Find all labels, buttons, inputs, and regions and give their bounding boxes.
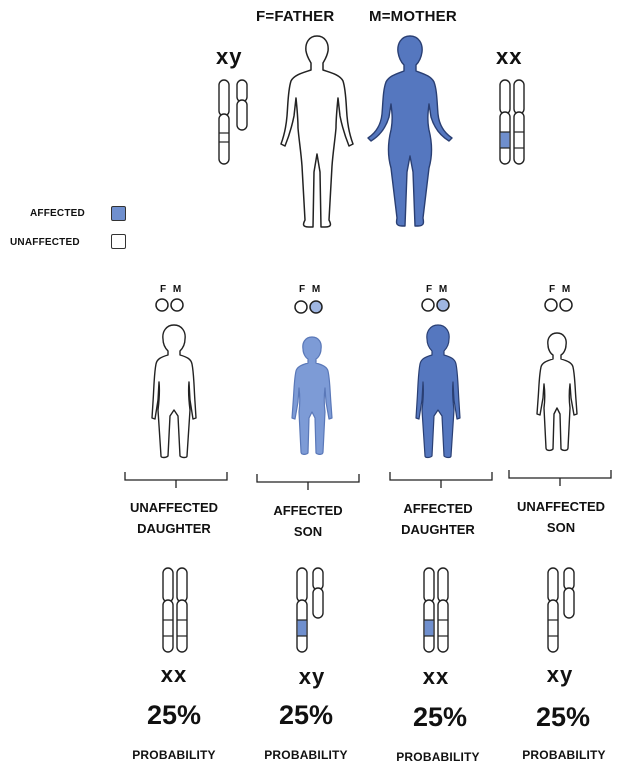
child3-mother-circle (437, 299, 449, 311)
child4-caption-relation: SON (496, 517, 626, 538)
child3-mother-letter: M (436, 284, 450, 295)
legend-unaffected-label: UNAFFECTED (10, 237, 80, 248)
child1-mother-circle (171, 299, 183, 311)
child1-father-circle (156, 299, 168, 311)
child2-caption-status: AFFECTED (243, 500, 373, 521)
mother-chromosomes (495, 78, 535, 168)
legend-affected-label: AFFECTED (30, 208, 85, 219)
child2-father-circle (295, 301, 307, 313)
child3-caption: AFFECTED DAUGHTER (373, 498, 503, 540)
child1-caption-relation: DAUGHTER (109, 518, 239, 539)
child2-mother-circle (310, 301, 322, 313)
legend-unaffected-swatch (111, 234, 126, 249)
father-y-lower (237, 100, 247, 130)
child3-caption-relation: DAUGHTER (373, 519, 503, 540)
child4-caption-status: UNAFFECTED (496, 496, 626, 517)
child4-bracket (505, 466, 615, 490)
child2-probability: 25% (251, 700, 361, 731)
child3-caption-status: AFFECTED (373, 498, 503, 519)
child4-father-circle (545, 299, 557, 311)
mother-genotype: xx (496, 44, 522, 70)
father-y-upper (237, 80, 247, 102)
child4-mother-circle (560, 299, 572, 311)
child4-probability: 25% (508, 702, 618, 733)
child2-probability-label: PROBABILITY (241, 748, 371, 762)
child2-mother-letter: M (309, 284, 323, 295)
child2-caption: AFFECTED SON (243, 500, 373, 542)
child2-inheritance-circles (291, 299, 331, 315)
child2-affected-band (298, 620, 307, 636)
child4-father-letter: F (545, 284, 559, 295)
child1-chromosomes (160, 566, 200, 658)
child4-mother-letter: M (559, 284, 573, 295)
child3-genotype: xx (396, 664, 476, 690)
father-x-chromatid-upper (219, 80, 229, 116)
child2-caption-relation: SON (243, 521, 373, 542)
father-key-label: F=FATHER (256, 8, 334, 25)
child1-probability-label: PROBABILITY (109, 748, 239, 762)
child3-affected-band (425, 620, 434, 636)
child1-probability: 25% (119, 700, 229, 731)
child1-genotype: xx (134, 662, 214, 688)
child3-father-circle (422, 299, 434, 311)
child4-inheritance-circles (541, 297, 581, 313)
child2-son-figure (284, 334, 340, 458)
legend-affected-swatch (111, 206, 126, 221)
father-x-chromatid-lower (219, 114, 229, 164)
child2-genotype: xy (272, 664, 352, 690)
child1-father-letter: F (156, 284, 170, 295)
child4-probability-label: PROBABILITY (499, 748, 629, 762)
child3-father-letter: F (422, 284, 436, 295)
child3-bracket (386, 468, 496, 492)
child3-chromosomes (421, 566, 461, 658)
mother-affected-band (501, 132, 510, 148)
child2-bracket (253, 470, 363, 494)
child4-genotype: xy (520, 662, 600, 688)
child1-inheritance-circles (152, 297, 192, 313)
father-genotype: xy (216, 44, 242, 70)
child1-caption-status: UNAFFECTED (109, 497, 239, 518)
child3-probability-label: PROBABILITY (373, 750, 503, 764)
child4-caption: UNAFFECTED SON (496, 496, 626, 538)
mother-figure (360, 32, 460, 232)
child1-bracket (121, 468, 231, 492)
father-chromosomes (214, 78, 254, 168)
father-figure (272, 32, 362, 232)
child4-chromosomes (545, 566, 585, 658)
child3-inheritance-circles (418, 297, 458, 313)
child3-probability: 25% (385, 702, 495, 733)
child1-caption: UNAFFECTED DAUGHTER (109, 497, 239, 539)
mother-key-label: M=MOTHER (369, 8, 457, 25)
child3-daughter-figure (410, 322, 466, 460)
child2-chromosomes (293, 566, 333, 658)
child2-father-letter: F (295, 284, 309, 295)
child1-daughter-figure (146, 322, 202, 460)
child4-son-figure (529, 330, 585, 454)
child1-mother-letter: M (170, 284, 184, 295)
